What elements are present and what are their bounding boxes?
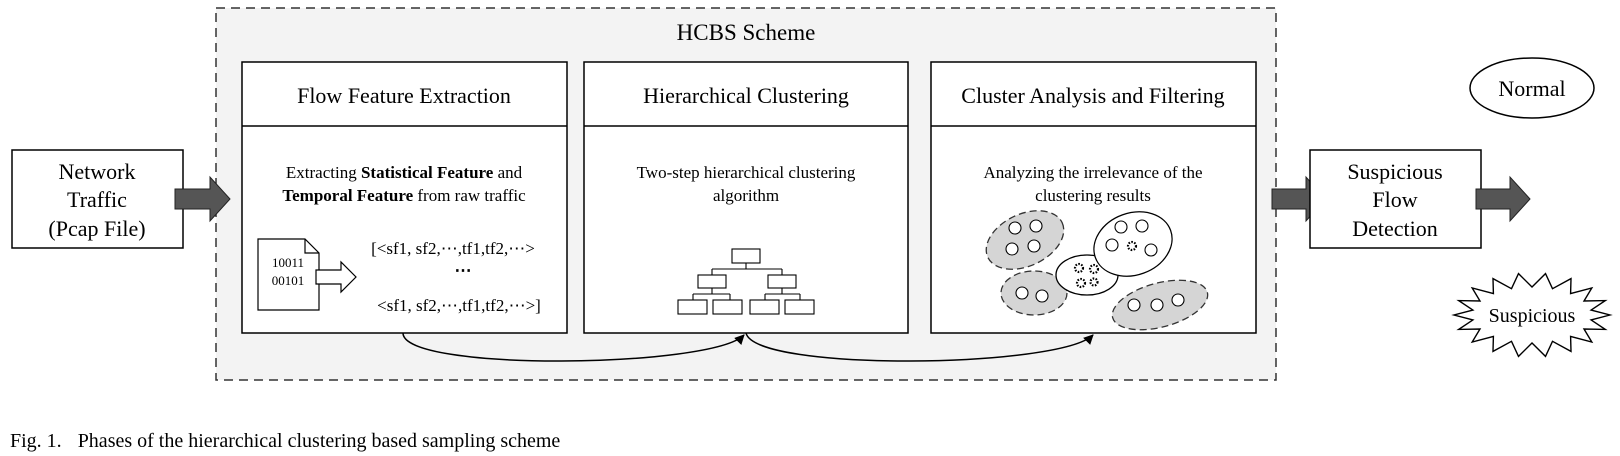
feature-vector-1: [<sf1, sf2,⋯,tf1,tf2,⋯> xyxy=(371,239,535,258)
phase-3-desc-line-1: Analyzing the irrelevance of the xyxy=(983,163,1202,182)
output-arrow xyxy=(1475,175,1531,223)
suspicious-output-burst xyxy=(1451,272,1613,358)
detection-line-2: Flow xyxy=(1372,187,1417,212)
connector-arrow-2 xyxy=(745,332,1094,362)
cluster-filtered-2 xyxy=(1000,270,1068,316)
hierarchy-tree-icon xyxy=(677,248,815,315)
phase-1-title: Flow Feature Extraction xyxy=(297,83,511,108)
cluster-filtered-1 xyxy=(985,210,1065,270)
caption-text: Phases of the hierarchical clustering ba… xyxy=(77,430,561,452)
detection-line-1: Suspicious xyxy=(1347,159,1442,184)
phase-3-title: Cluster Analysis and Filtering xyxy=(961,83,1224,108)
scheme-title: HCBS Scheme xyxy=(677,20,816,45)
figure-caption: Fig. 1. Phases of the hierarchical cluste… xyxy=(10,428,1010,454)
feature-vector-ellipsis: ⋯ xyxy=(455,261,472,280)
phase-1-desc-line-2: Temporal Feature from raw traffic xyxy=(282,186,526,205)
network-traffic-line-1: Network xyxy=(59,159,136,184)
suspicious-label: Suspicious xyxy=(1489,305,1576,327)
phase-2-desc-line-1: Two-step hierarchical clustering xyxy=(637,163,856,182)
connector-arrow-1 xyxy=(402,332,745,362)
input-arrow xyxy=(174,175,231,223)
network-traffic-line-3: (Pcap File) xyxy=(48,216,145,241)
normal-label: Normal xyxy=(1498,76,1565,101)
file-bits-line-1: 10011 xyxy=(272,255,304,270)
normal-output xyxy=(1469,57,1595,119)
phase-2-desc-line-2: algorithm xyxy=(713,186,779,205)
phase-1-desc-line-1: Extracting Statistical Feature and xyxy=(286,163,523,182)
file-bits-line-2: 00101 xyxy=(272,273,305,288)
feature-vector-2: <sf1, sf2,⋯,tf1,tf2,⋯>] xyxy=(377,296,541,315)
hollow-arrow-icon xyxy=(315,260,357,294)
gear-icon xyxy=(1073,262,1100,289)
phase-2-title: Hierarchical Clustering xyxy=(643,83,849,108)
phase-3-desc-line-2: clustering results xyxy=(1035,186,1151,205)
clusters-illustration xyxy=(985,210,1209,331)
detection-line-3: Detection xyxy=(1352,216,1438,241)
gear-icon xyxy=(1126,240,1138,252)
caption-number: Fig. 1. xyxy=(10,430,62,452)
network-traffic-box xyxy=(11,149,184,249)
network-traffic-line-2: Traffic xyxy=(67,187,127,212)
